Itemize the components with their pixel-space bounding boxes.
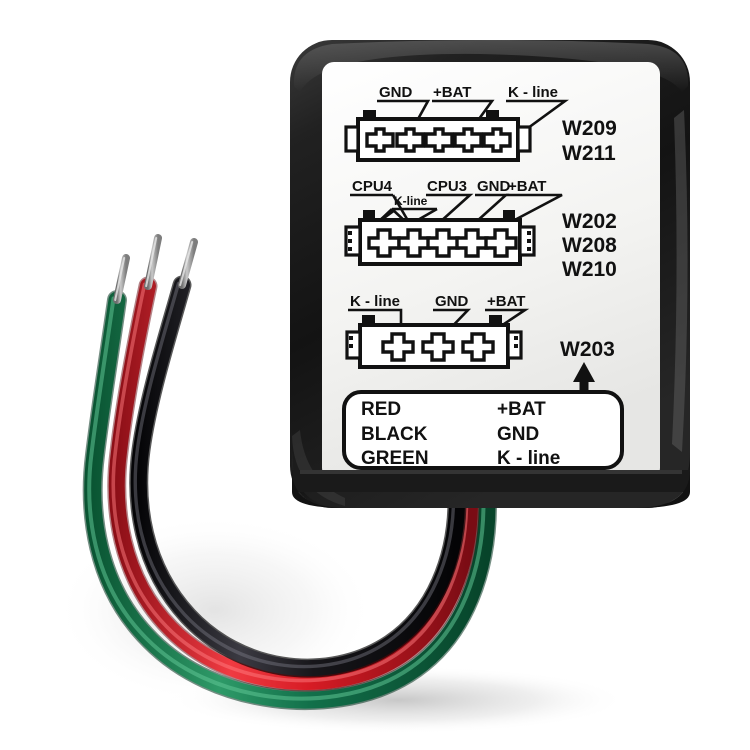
connector-top-tab-left (363, 110, 376, 120)
connector-middle-ear-right (518, 225, 536, 257)
connector-middle-pin-label-bat: +BAT (508, 178, 546, 195)
connector-bottom-tab-right (489, 315, 502, 326)
legend-function-gnd: GND (497, 424, 539, 445)
legend-function-kline: K - line (497, 448, 560, 469)
connector-middle-partnumber-1: W202 (562, 210, 617, 233)
connector-top-pin-label-bat: +BAT (433, 84, 471, 101)
connector-bottom-ear-right (506, 330, 523, 360)
connector-middle-partnumber-3: W210 (562, 258, 617, 281)
legend-box-outline (342, 390, 624, 470)
connector-top: GND +BAT K - line (344, 84, 617, 165)
connector-bottom: K - line GND +BAT (345, 293, 615, 369)
connector-bottom-pin-label-gnd: GND (435, 293, 469, 310)
connector-top-pins (365, 127, 512, 153)
connector-middle-pin-label-gnd: GND (477, 178, 511, 195)
connector-bottom-pin-label-bat: +BAT (487, 293, 525, 310)
wire-harness (82, 234, 497, 710)
connector-middle-pin-label-cpu3: CPU3 (427, 178, 467, 195)
connector-top-tab-right (486, 110, 499, 120)
connector-middle-tab-right (503, 210, 515, 221)
connector-bottom-partnumber-1: W203 (560, 338, 615, 361)
wiring-diagram-label: GND +BAT K - line (322, 62, 660, 480)
legend-colour-red: RED (361, 399, 401, 420)
legend-function-bat: +BAT (497, 399, 546, 420)
body-top-highlight (293, 40, 689, 92)
wire-green (82, 254, 497, 710)
connector-bottom-pin-label-kline: K - line (350, 293, 400, 310)
connector-middle-pin-label-kline: K-line (394, 194, 428, 208)
connector-middle-ear-left (344, 225, 362, 257)
connector-middle-tab-left (363, 210, 375, 221)
wire-green-stripped-tip (113, 254, 130, 304)
wire-red-stripped-tip (144, 234, 162, 290)
wire-red (107, 234, 480, 692)
connector-bottom-tab-left (362, 315, 375, 326)
connector-bottom-ear-left (345, 330, 362, 360)
connector-top-pin-label-kline: K - line (508, 84, 558, 101)
legend-colour-green: GREEN (361, 448, 429, 469)
wire-black-stripped-tip (178, 238, 198, 289)
connector-middle-pin-label-cpu4: CPU4 (352, 178, 393, 195)
wire-colour-legend: RED +BAT BLACK GND GREEN K - line (342, 390, 624, 470)
connector-middle-pins (367, 228, 518, 258)
connector-top-ear-right (516, 125, 532, 153)
connector-top-pin-label-gnd: GND (379, 84, 413, 101)
legend-colour-black: BLACK (361, 424, 428, 445)
connector-top-partnumber-1: W209 (562, 117, 617, 140)
connector-bottom-pins (381, 332, 495, 362)
wire-black (129, 238, 467, 678)
body-right-highlight (672, 110, 688, 452)
module-bottom-lip (292, 452, 690, 508)
connector-top-partnumber-2: W211 (562, 142, 616, 165)
connector-middle-partnumber-2: W208 (562, 234, 617, 257)
connector-middle: CPU4 K-line CPU3 GND +BAT (344, 178, 617, 281)
connector-top-ear-left (344, 125, 360, 153)
